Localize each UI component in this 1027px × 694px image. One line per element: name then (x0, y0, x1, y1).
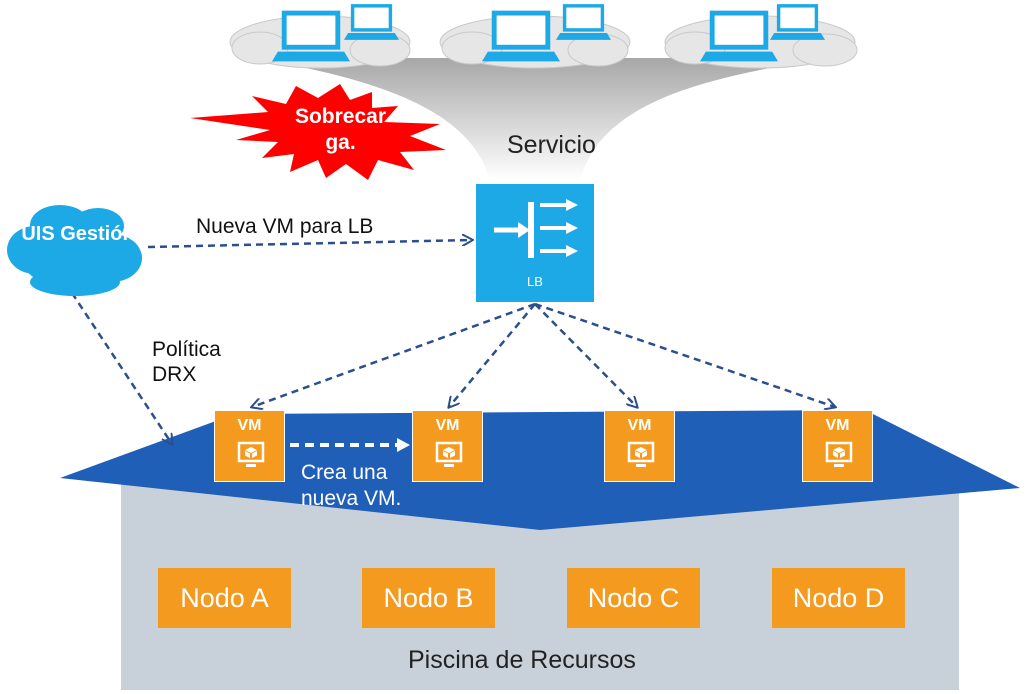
load-balancer (476, 184, 594, 302)
vm-monitor-icon (237, 441, 265, 467)
arrow-lb-to-vm4 (534, 302, 835, 407)
vm-label: VM (435, 417, 460, 434)
arrow-lb-to-vm1 (252, 302, 536, 407)
creates-new-vm-label: Crea una nueva VM. (301, 461, 402, 510)
arrow-mgmt-to-pool (70, 292, 172, 444)
lb-label: LB (527, 274, 543, 289)
laptop-icon (344, 4, 399, 40)
vm-box: VM (604, 410, 675, 482)
laptop-icon (770, 4, 825, 40)
service-label: Servicio (507, 131, 596, 159)
vm-label: VM (627, 417, 652, 434)
uis-management-cloud (7, 205, 142, 296)
node-b: Nodo B (362, 568, 495, 628)
resource-pool-roof (60, 410, 1020, 530)
laptop-icon (556, 4, 611, 40)
node-d: Nodo D (772, 568, 905, 628)
vm-label: VM (825, 417, 850, 434)
vm-monitor-icon (825, 441, 853, 467)
vm-label: VM (237, 417, 262, 434)
laptop-icon (272, 10, 350, 62)
overload-burst-icon (190, 84, 446, 180)
service-funnel (255, 58, 830, 180)
laptop-icon (700, 10, 778, 62)
new-vm-for-lb-label: Nueva VM para LB (196, 215, 374, 238)
drx-policy-label: Política DRX (152, 338, 221, 386)
vm-monitor-icon (435, 441, 463, 467)
vm-box: VM (412, 410, 483, 482)
laptop-icon (482, 10, 560, 62)
vm-box: VM (214, 410, 285, 482)
resource-pool-label: Piscina de Recursos (408, 646, 636, 674)
overload-label: Sobrecar ga. (294, 105, 387, 154)
node-c: Nodo C (567, 568, 700, 628)
node-a: Nodo A (158, 568, 291, 628)
vm-monitor-icon (627, 441, 655, 467)
arrow-lb-to-vm2 (449, 303, 536, 407)
arrow-lb-to-vm3 (534, 303, 637, 407)
uis-management-label: UIS Gestión (21, 223, 135, 245)
arrow-mgmt-to-lb (147, 240, 472, 249)
vm-box: VM (802, 410, 873, 482)
load-balancer-icon (494, 199, 578, 258)
